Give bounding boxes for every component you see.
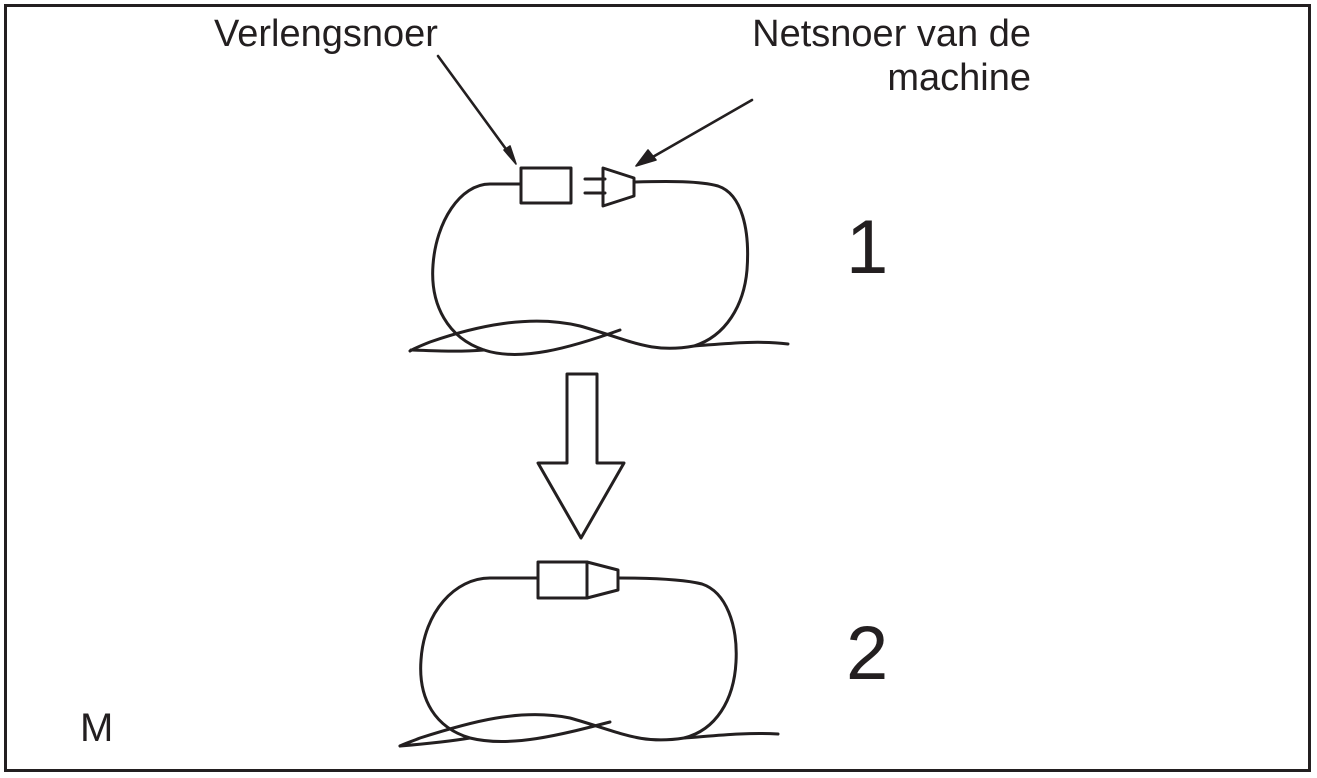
step-2-loop xyxy=(398,576,780,748)
step-number-1: 1 xyxy=(846,205,889,290)
connected-plug xyxy=(536,560,620,600)
cord-tail-left-2 xyxy=(398,736,472,748)
extension-cord-pointer-head xyxy=(503,145,517,165)
socket-body xyxy=(519,166,573,205)
extension-cord-loop-left-2 xyxy=(419,576,612,744)
diagram-frame xyxy=(4,4,1311,772)
plug-body xyxy=(601,166,636,208)
machine-cord-pointer-head xyxy=(635,149,657,167)
connected-plug-body xyxy=(585,560,620,600)
cord-tail-right xyxy=(692,340,790,348)
callout-arrows xyxy=(436,54,754,167)
extension-cord-loop-left xyxy=(431,182,622,356)
machine-cord-pointer xyxy=(642,98,754,164)
connected-socket xyxy=(536,560,589,600)
machine-cord-plug xyxy=(583,166,636,208)
extension-cord-pointer xyxy=(436,54,516,162)
figure-letter: M xyxy=(80,706,114,750)
down-arrow xyxy=(536,372,626,540)
cord-tail-left xyxy=(409,348,486,353)
extension-cord-label: Verlengsnoer xyxy=(214,13,438,55)
extension-cord-socket xyxy=(519,166,573,205)
cord-tail-right-2 xyxy=(682,731,780,740)
machine-cord-label-line1: Netsnoer van de xyxy=(752,13,1031,55)
machine-cord-loop-right-2 xyxy=(398,576,738,748)
step-number-2: 2 xyxy=(846,611,889,696)
step-1-loop xyxy=(408,179,790,356)
machine-cord-label-line2: machine xyxy=(887,57,1031,99)
machine-cord-loop-right xyxy=(408,179,750,353)
machine-cord-label: Netsnoer van de machine xyxy=(752,12,1031,100)
